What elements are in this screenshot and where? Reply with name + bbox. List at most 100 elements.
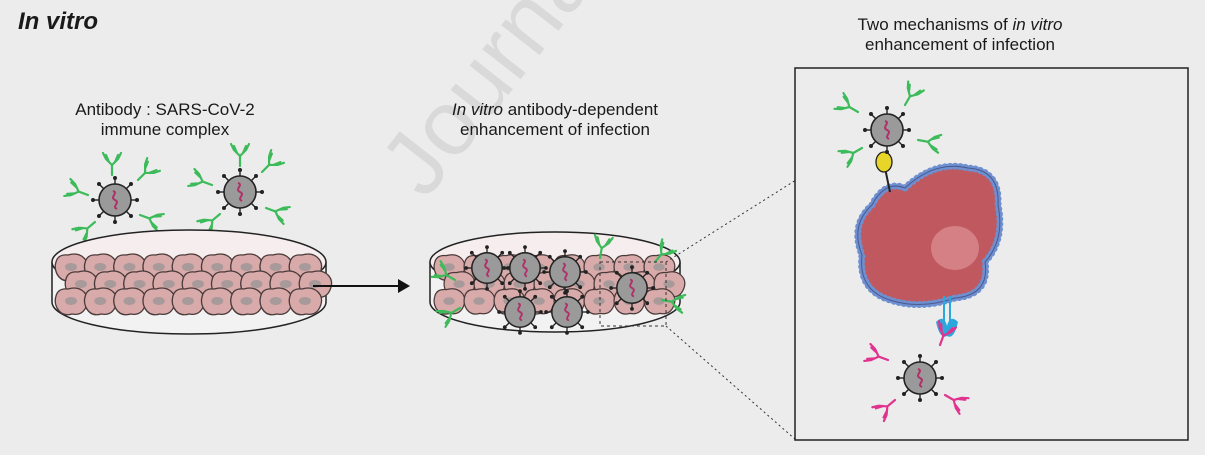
cell-icon [171,287,206,316]
cell-icon [493,254,526,281]
cell-icon [83,287,118,316]
cell-icon [593,271,626,298]
fcgr-label: FcγR [962,300,1000,317]
virus-icon [541,248,589,296]
cell-icon [583,288,616,315]
cell-icon [643,254,676,281]
ace2-receptor [875,151,893,193]
mechanism-2-virus [863,320,970,423]
antibody-icon [659,290,687,314]
cell-icon [171,253,206,282]
cell-icon [259,287,294,316]
panel3-header: Two mechanisms of in vitro enhancement o… [815,15,1105,55]
mechanism-1-line2: ACE2-dependent [967,107,1098,126]
cell-icon [613,288,646,315]
panel3-header-line2: enhancement of infection [865,35,1055,54]
virus-icon [543,288,591,336]
cell-icon [463,254,496,281]
antibody-icon [590,233,614,261]
cell-icon [523,288,556,315]
cell-icon [54,287,89,316]
cell-icon [93,270,128,299]
panel2-caption-italic: In vitro [451,100,503,119]
panel1-caption: Antibody : SARS-CoV-2 immune complex [40,100,290,140]
panel3-header-plain: Two mechanisms of [857,15,1013,34]
cell-icon [463,288,496,315]
cell-icon [269,270,304,299]
virus-icon [501,244,549,292]
mechanism-1-number: 1 [937,88,961,112]
cell-icon [200,287,235,316]
target-cell [854,162,1004,309]
panel1-caption-line2: immune complex [100,120,230,139]
mechanism-2-number: 2 [958,346,982,370]
cell-icon [443,271,476,298]
mechanism-2-line1: FcγR-dependent [988,346,1114,365]
zoom-line-top [665,179,797,263]
panel2-caption-line1: In vitro antibody-dependent [415,100,695,120]
panel3-header-line1: Two mechanisms of in vitro [815,15,1105,35]
nucleus [931,226,979,270]
mechanism-2-line2: ACE2-independent [988,365,1132,384]
immune-complex-1 [63,151,165,245]
cell-icon [433,254,466,281]
ace2-label: ACE2 [810,180,852,197]
cell-icon [473,271,506,298]
fcgr-receptor [936,296,958,337]
panel2-caption-rest: antibody-dependent [503,100,659,119]
cell-icon [583,254,616,281]
virus-icon [608,264,656,312]
panel3-header-italic: in vitro [1012,15,1063,34]
cell-icon [643,288,676,315]
cell-icon [142,287,177,316]
cell-icon [623,271,656,298]
cell-icon [503,271,536,298]
cell-icon [152,270,187,299]
cell-icon [240,270,274,299]
cell-icon [613,254,646,281]
cell-icon [653,271,686,298]
cell-icon [493,288,526,315]
antibody-icon [435,299,466,328]
cell-icon [83,253,118,282]
cell-icon [533,271,566,298]
cell-icon [433,288,466,315]
cell-icon [288,253,323,282]
panel2-caption-line2: enhancement of infection [460,120,650,139]
mechanism-1-line1: FcγR-independent [967,88,1106,107]
immune-complex-2 [187,142,291,237]
cell-icon [298,270,333,299]
cell-icon [288,287,323,316]
cell-icon [523,254,556,281]
cell-icon [563,271,596,298]
cell-icon [113,253,147,282]
cell-icon [123,270,157,299]
panel1-caption-line1: Antibody : SARS-CoV-2 [75,100,255,119]
culture-dish-2 [429,231,687,336]
antibody-icon [647,238,678,269]
virus-icon [463,244,511,292]
cell-icon [54,253,89,282]
culture-dish-1 [51,229,333,335]
cell-icon [230,287,264,316]
virus-icon [496,288,544,336]
target-cell-label: Target cell [872,205,941,221]
cell-icon [230,253,264,282]
cell-icon [200,253,235,282]
cell-icon [113,287,147,316]
mechanism-1-virus [833,80,943,168]
figure-title: In vitro [18,8,99,35]
cell-icon [64,270,99,299]
cell-icon [553,288,586,315]
zoom-line-bottom [665,325,797,441]
cell-icon [553,254,586,281]
antibody-icon [430,260,461,289]
cell-icon [181,270,216,299]
arrow-icon [313,279,410,293]
cell-icon [210,270,245,299]
cell-icon [259,253,294,282]
panel2-caption: In vitro antibody-dependent enhancement … [415,100,695,140]
